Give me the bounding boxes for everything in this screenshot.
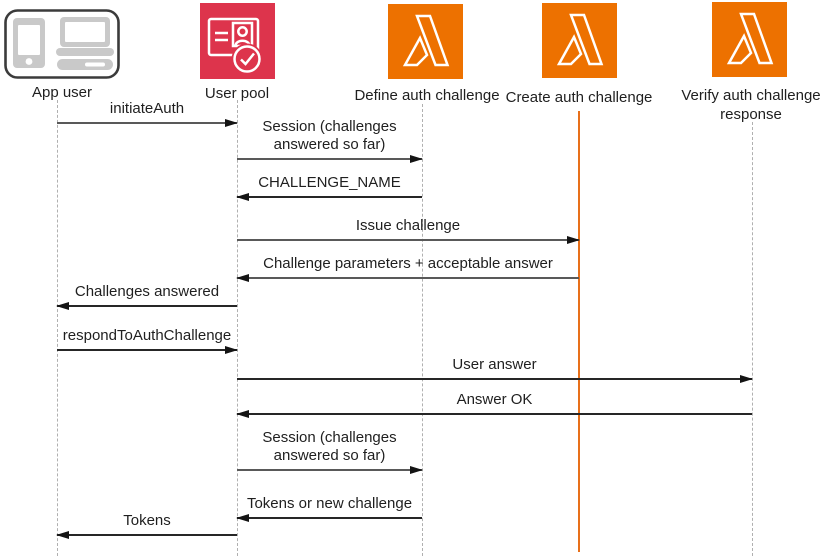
message-label: Tokens or new challenge — [246, 495, 413, 512]
message-line — [57, 305, 237, 307]
actor-label-verify-auth-challenge: Verify auth challenge response — [681, 87, 821, 123]
message-label: CHALLENGE_NAME — [258, 174, 401, 191]
message-line — [237, 378, 752, 380]
actor-label-define-auth-challenge: Define auth challenge — [354, 87, 500, 104]
message-label: initiateAuth — [109, 100, 185, 117]
message-line — [57, 349, 237, 351]
message-label: Session (challenges answered so far) — [262, 429, 397, 464]
lifeline-define-auth-challenge — [422, 104, 423, 556]
arrowhead-icon — [225, 346, 238, 354]
arrowhead-icon — [225, 119, 238, 127]
message-line — [237, 413, 752, 415]
arrowhead-icon — [410, 155, 423, 163]
lambda-icon — [542, 3, 617, 78]
arrowhead-icon — [56, 531, 69, 539]
arrowhead-icon — [236, 410, 249, 418]
message-label: Answer OK — [456, 391, 533, 408]
lifeline-user-pool — [237, 100, 238, 556]
arrowhead-icon — [236, 274, 249, 282]
devices-icon — [4, 9, 120, 79]
message-line — [237, 239, 579, 241]
arrowhead-icon — [410, 466, 423, 474]
lifeline-app-user — [57, 100, 58, 556]
lambda-icon — [388, 4, 463, 79]
message-line — [237, 469, 422, 471]
message-line — [237, 158, 422, 160]
message-line — [237, 277, 579, 279]
actor-label-create-auth-challenge: Create auth challenge — [505, 89, 653, 106]
arrowhead-icon — [236, 193, 249, 201]
user-pool-icon — [200, 3, 275, 79]
arrowhead-icon — [236, 514, 249, 522]
lifeline-verify-auth-challenge — [752, 122, 753, 556]
arrowhead-icon — [740, 375, 753, 383]
message-line — [237, 196, 422, 198]
actor-label-user-pool: User pool — [204, 85, 270, 102]
arrowhead-icon — [567, 236, 580, 244]
message-line — [57, 534, 237, 536]
message-label: Challenge parameters + acceptable answer — [263, 255, 553, 272]
message-label: respondToAuthChallenge — [62, 327, 232, 344]
message-line — [57, 122, 237, 124]
message-label: Issue challenge — [355, 217, 461, 234]
lifeline-create-auth-challenge — [578, 111, 580, 552]
message-label: User answer — [452, 356, 537, 373]
actor-label-app-user: App user — [31, 84, 93, 101]
message-label: Challenges answered — [74, 283, 220, 300]
lambda-icon — [712, 2, 787, 77]
arrowhead-icon — [56, 302, 69, 310]
message-label: Tokens — [123, 512, 171, 529]
message-line — [237, 517, 422, 519]
message-label: Session (challenges answered so far) — [262, 118, 397, 153]
